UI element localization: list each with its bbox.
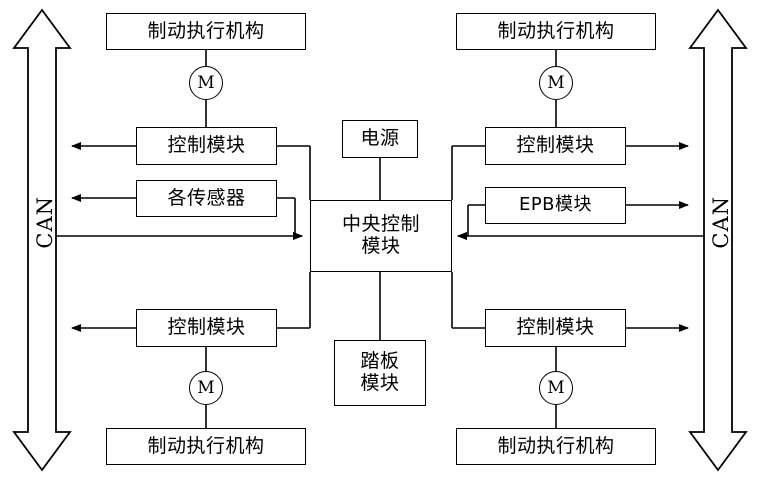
- node-central-control-module[interactable]: 中央控制 模块: [310, 200, 452, 272]
- node-control-module-top-left[interactable]: 控制模块: [136, 127, 277, 165]
- node-sensors[interactable]: 各传感器: [136, 180, 277, 217]
- node-control-module-top-right[interactable]: 控制模块: [485, 127, 626, 165]
- node-control-module-bottom-right[interactable]: 控制模块: [485, 309, 626, 347]
- node-epb-module[interactable]: EPB模块: [485, 187, 626, 224]
- node-actuator-top-left[interactable]: 制动执行机构: [106, 13, 306, 50]
- node-actuator-top-right[interactable]: 制动执行机构: [456, 13, 656, 50]
- can-bus-right-label: CAN: [709, 196, 733, 249]
- can-bus-right: [688, 8, 748, 472]
- node-actuator-bottom-right[interactable]: 制动执行机构: [456, 428, 656, 465]
- motor-top-right[interactable]: M: [539, 66, 573, 100]
- motor-top-left[interactable]: M: [189, 66, 223, 100]
- can-bus-left-label: CAN: [33, 196, 57, 249]
- node-actuator-bottom-left[interactable]: 制动执行机构: [106, 428, 306, 465]
- node-power-supply[interactable]: 电源: [342, 120, 418, 158]
- motor-bottom-right[interactable]: M: [539, 371, 573, 405]
- node-pedal-module[interactable]: 踏板 模块: [334, 340, 426, 406]
- node-control-module-bottom-left[interactable]: 控制模块: [136, 309, 277, 347]
- motor-bottom-left[interactable]: M: [189, 371, 223, 405]
- can-bus-left: [12, 8, 72, 472]
